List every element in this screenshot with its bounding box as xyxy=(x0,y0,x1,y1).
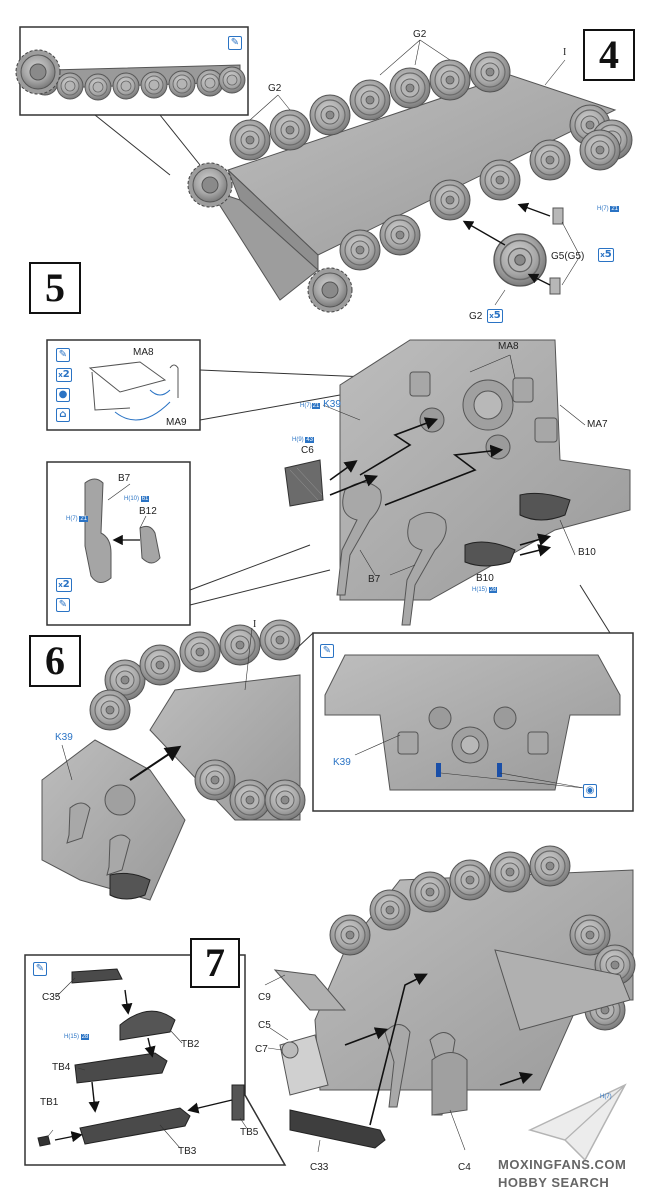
label-c35: C35 xyxy=(42,992,61,1003)
tb4-part xyxy=(74,1052,168,1084)
label-c4: C4 xyxy=(458,1162,471,1173)
ref-tb2: H(15) 28 xyxy=(64,1034,90,1040)
step5-inset-ma8 xyxy=(46,339,201,431)
label-tb4: TB4 xyxy=(52,1062,71,1073)
label-c5: C5 xyxy=(258,1020,271,1031)
drill-hole-icon: ◉ xyxy=(583,784,597,798)
label-ma8: MA8 xyxy=(498,341,519,352)
label-tb2: TB2 xyxy=(181,1039,200,1050)
step4-illustration xyxy=(15,26,633,313)
paint-brush-icon: ✎ xyxy=(56,348,70,362)
label-tb3: TB3 xyxy=(178,1146,197,1157)
label-b10-a: B10 xyxy=(578,547,596,558)
label-ma8-inset: MA8 xyxy=(133,347,154,358)
k39-plate-inset xyxy=(324,654,621,791)
label-c33: C33 xyxy=(310,1162,329,1173)
label-g2-top: G2 xyxy=(413,29,427,40)
c33-part xyxy=(289,1109,386,1149)
step5-illustration xyxy=(46,339,631,626)
watermark-line1: MOXINGFANS.COM xyxy=(498,1157,627,1172)
label-ma7: MA7 xyxy=(587,419,608,430)
ref-h7-step7: H(7) xyxy=(600,1094,612,1100)
b10-part-installed xyxy=(519,492,571,521)
label-b12: B12 xyxy=(139,506,157,517)
label-tb5: TB5 xyxy=(240,1127,259,1138)
c6-part xyxy=(284,459,324,507)
label-c7: C7 xyxy=(255,1044,268,1055)
label-k39: H(7)21 K39 xyxy=(300,399,341,410)
tb3-part xyxy=(79,1107,191,1145)
label-c6: C6 xyxy=(301,445,314,456)
b10-part-loose xyxy=(464,541,516,567)
label-part-i: I xyxy=(563,47,567,58)
ref-h7: H(7) 21 xyxy=(597,206,620,212)
paint-brush-icon: ✎ xyxy=(33,962,47,976)
b12-part xyxy=(139,525,161,564)
label-g5: G5(G5) xyxy=(551,251,585,262)
step6-hull xyxy=(149,674,301,821)
hull-rear-face xyxy=(208,189,319,301)
step7-illustration xyxy=(24,845,636,1166)
tb2-part xyxy=(119,1010,176,1041)
ref-b10: H(15) 28 xyxy=(472,587,498,593)
paint-brush-icon: ✎ xyxy=(320,644,334,658)
watermark-line2: HOBBY SEARCH xyxy=(498,1175,610,1190)
label-b7-inset: B7 xyxy=(118,473,131,484)
paint-brush-icon: ✎ xyxy=(56,598,70,612)
label-b7: B7 xyxy=(368,574,381,585)
label-k39-inset: K39 xyxy=(333,757,351,768)
ref-c6: H(9) 43 xyxy=(292,437,315,443)
label-g2-left: G2 xyxy=(268,83,282,94)
paint-brush-icon: ✎ xyxy=(228,36,242,50)
step-number-7: 7 xyxy=(190,938,240,988)
label-c9: C9 xyxy=(258,992,271,1003)
step-number-4: 4 xyxy=(583,29,635,81)
label-ma9: MA9 xyxy=(166,417,187,428)
label-g2-bottom: G2 xyxy=(469,311,483,322)
label-part-i-step6: I xyxy=(253,619,257,630)
ref-b12: H(7) 21 xyxy=(66,516,89,522)
c35-part xyxy=(71,968,123,984)
watermark-logo xyxy=(527,1083,627,1162)
label-k39-step6: K39 xyxy=(55,732,73,743)
b7-exhaust-inset xyxy=(84,478,112,583)
step-number-5: 5 xyxy=(29,262,81,314)
glue-drop-icon: ● xyxy=(56,388,70,402)
step-number-6: 6 xyxy=(29,635,81,687)
bend-part-icon: ⌂ xyxy=(56,408,70,422)
label-tb1: TB1 xyxy=(40,1097,59,1108)
b7-pipe-2 xyxy=(401,512,447,626)
label-b10-b: B10 xyxy=(476,573,494,584)
step6-k39-plate xyxy=(41,739,186,901)
step6-illustration xyxy=(41,584,634,901)
ref-b7: H(10) 61 xyxy=(124,496,150,502)
